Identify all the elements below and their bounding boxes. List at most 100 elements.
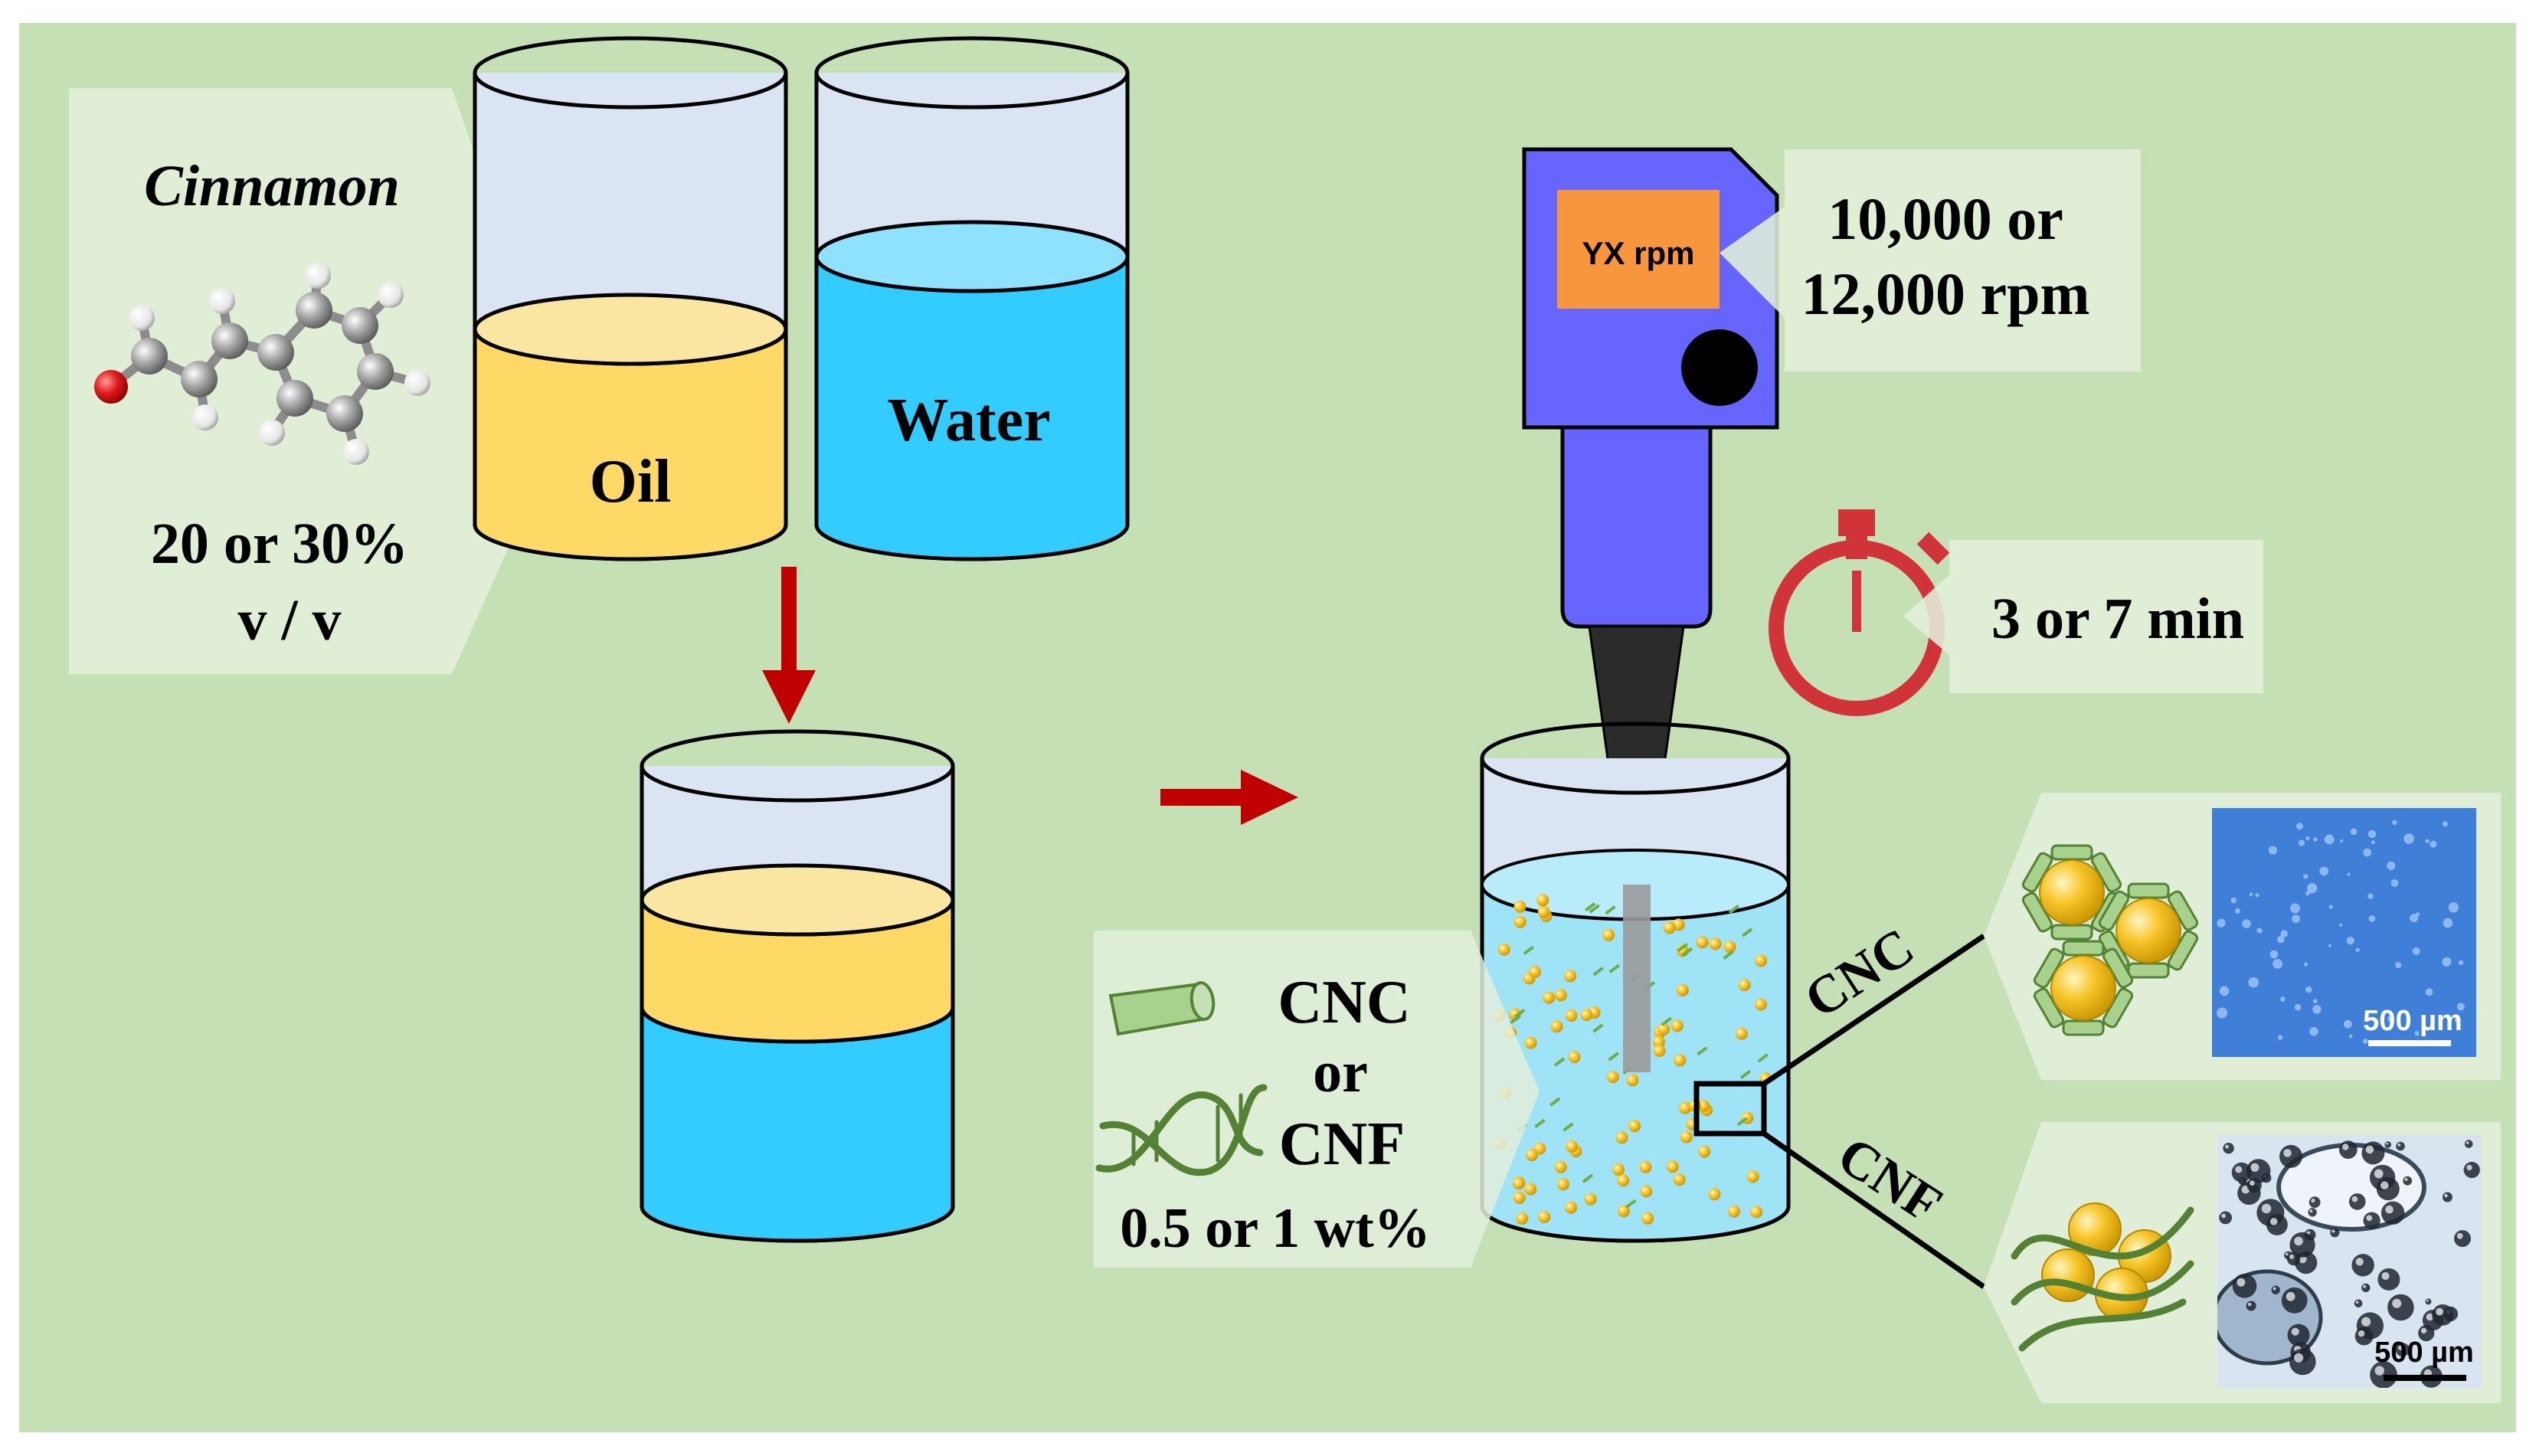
- micrograph-droplet: [2273, 959, 2283, 969]
- cellulose-cnf: CNF: [1279, 1111, 1405, 1178]
- oil-droplet: [1612, 1163, 1625, 1176]
- micrograph-bubble: [2442, 1192, 2453, 1202]
- micrograph-bubble: [2381, 1201, 2405, 1225]
- zoom-connectors: [1762, 934, 1986, 1289]
- micrograph-droplet: [2367, 829, 2377, 839]
- oil-droplet: [1640, 1185, 1653, 1198]
- oil-droplet: [1537, 905, 1550, 918]
- water-beaker: Water: [814, 36, 1130, 561]
- cellulose-fibre: [1549, 1097, 1561, 1107]
- cnf-result-panel: 500 µm: [1984, 1122, 2501, 1403]
- micrograph-bubble: [2246, 1301, 2256, 1311]
- oil-droplet: [1672, 918, 1685, 931]
- micrograph-droplet: [2249, 892, 2253, 896]
- cellulose-fibre: [1592, 1023, 1604, 1033]
- micrograph-bubble: [2266, 1214, 2288, 1235]
- cellulose-fibre: [1589, 904, 1600, 914]
- micrograph-droplet: [2371, 840, 2375, 845]
- micrograph-bubble: [2289, 1348, 2316, 1376]
- oil-droplet: [1617, 1174, 1630, 1187]
- micrograph-bubble: [2432, 1304, 2454, 1326]
- cellulose-fibre: [1582, 1173, 1594, 1183]
- micrograph-droplet: [2362, 1039, 2368, 1044]
- micrograph-bubble: [2338, 1140, 2358, 1159]
- cellulose-fibre: [1739, 1069, 1752, 1080]
- oil-droplet: [1513, 900, 1527, 913]
- micrograph-droplet: [2303, 874, 2309, 879]
- oil-droplet: [1728, 1205, 1740, 1218]
- micrograph-droplet: [2306, 882, 2318, 894]
- micrograph-droplet: [2395, 962, 2402, 969]
- micrograph-droplet: [2343, 1019, 2352, 1029]
- cellulose-cnc: CNC: [1278, 969, 1410, 1036]
- cellulose-panel: CNC or CNF 0.5 or 1 wt%: [1094, 931, 1540, 1268]
- micrograph-droplet: [2338, 923, 2342, 927]
- micrograph-bubble: [2308, 1208, 2317, 1217]
- micrograph-droplet: [2367, 893, 2374, 899]
- oil-droplet: [1750, 1206, 1763, 1219]
- power-knob-icon: [1681, 329, 1758, 406]
- micrograph-bubble: [2348, 1193, 2366, 1210]
- micrograph-droplet: [2234, 908, 2240, 914]
- micrograph-bubble: [2396, 1141, 2405, 1151]
- speed-display: [1557, 190, 1720, 309]
- cellulose-fibre: [1661, 1016, 1672, 1026]
- micrograph-droplet: [2458, 960, 2464, 966]
- micrograph-droplet: [2276, 935, 2285, 944]
- oil-droplet: [1652, 1036, 1665, 1049]
- micrograph-bubble: [2387, 1294, 2414, 1321]
- oil-droplet: [1565, 1201, 1577, 1214]
- oil-label: Oil: [590, 448, 672, 515]
- micrograph-bubble: [2464, 1140, 2473, 1148]
- cnc-rod: [2062, 940, 2105, 957]
- micrograph-droplet: [2230, 897, 2237, 904]
- cellulose-fibre: [1523, 945, 1535, 955]
- homogenizer-body: [1560, 425, 1713, 629]
- micrograph-droplet: [2412, 947, 2420, 955]
- cellulose-fibre: [1608, 1052, 1619, 1062]
- micrograph-droplet: [2390, 879, 2399, 887]
- oil-droplet: [1584, 1193, 1597, 1206]
- oil-droplet: [1680, 1130, 1693, 1144]
- cellulose-fibre: [1723, 950, 1734, 960]
- micrograph-droplet: [2217, 918, 2226, 928]
- cellulose-fibre: [1681, 947, 1693, 957]
- micrograph-droplet: [2425, 988, 2433, 996]
- oil-droplet: [1543, 991, 1556, 1004]
- cnc-scale-bar: [2368, 1040, 2451, 1046]
- timer-duration: 3 or 7 min: [1991, 587, 2244, 651]
- oil-droplet: [1755, 954, 1768, 967]
- cnf-droplet: [2041, 1248, 2095, 1302]
- right-arrow-icon: [1160, 770, 1298, 825]
- micrograph-droplet: [2298, 839, 2305, 846]
- micrograph-bubble: [2232, 1274, 2257, 1298]
- speed-panel: 10,000 or 12,000 rpm: [1720, 149, 2141, 371]
- cnc-rod: [2062, 1019, 2105, 1036]
- oil-droplet: [1666, 1160, 1679, 1173]
- micrograph-bubble: [2463, 1161, 2480, 1179]
- micrograph-droplet: [2350, 828, 2358, 836]
- oil-beaker: Oil: [473, 36, 788, 561]
- micrograph-droplet: [2442, 821, 2448, 827]
- cinnamon-panel: Cinnamon 20 or 30% v / v: [69, 88, 567, 674]
- micrograph-bubble: [2289, 1232, 2315, 1258]
- micrograph-droplet: [2442, 957, 2452, 967]
- cellulose-fibre: [1513, 1008, 1526, 1019]
- micrograph-droplet: [2368, 915, 2376, 922]
- cnf-fibre: [2018, 1298, 2187, 1352]
- cnc-rod: [2050, 924, 2093, 941]
- micrograph-droplet: [2355, 947, 2360, 952]
- cellulose-fibre: [1741, 928, 1753, 937]
- oil-droplet: [1696, 936, 1709, 949]
- cinnamaldehyde-molecule-icon: [94, 263, 430, 465]
- micrograph-droplet: [2219, 986, 2230, 996]
- micrograph-droplet: [2392, 820, 2397, 826]
- micrograph-bubble: [2246, 1178, 2262, 1193]
- cellulose-concentration: 0.5 or 1 wt%: [1120, 1197, 1431, 1260]
- oil-droplet: [1556, 1178, 1569, 1191]
- micrograph-droplet: [2309, 1026, 2318, 1036]
- speed-display-text: YX rpm: [1582, 235, 1694, 271]
- micrograph-bubble: [2361, 1141, 2385, 1165]
- cnc-droplet: [2050, 955, 2116, 1021]
- micrograph-bubble: [2361, 1283, 2371, 1293]
